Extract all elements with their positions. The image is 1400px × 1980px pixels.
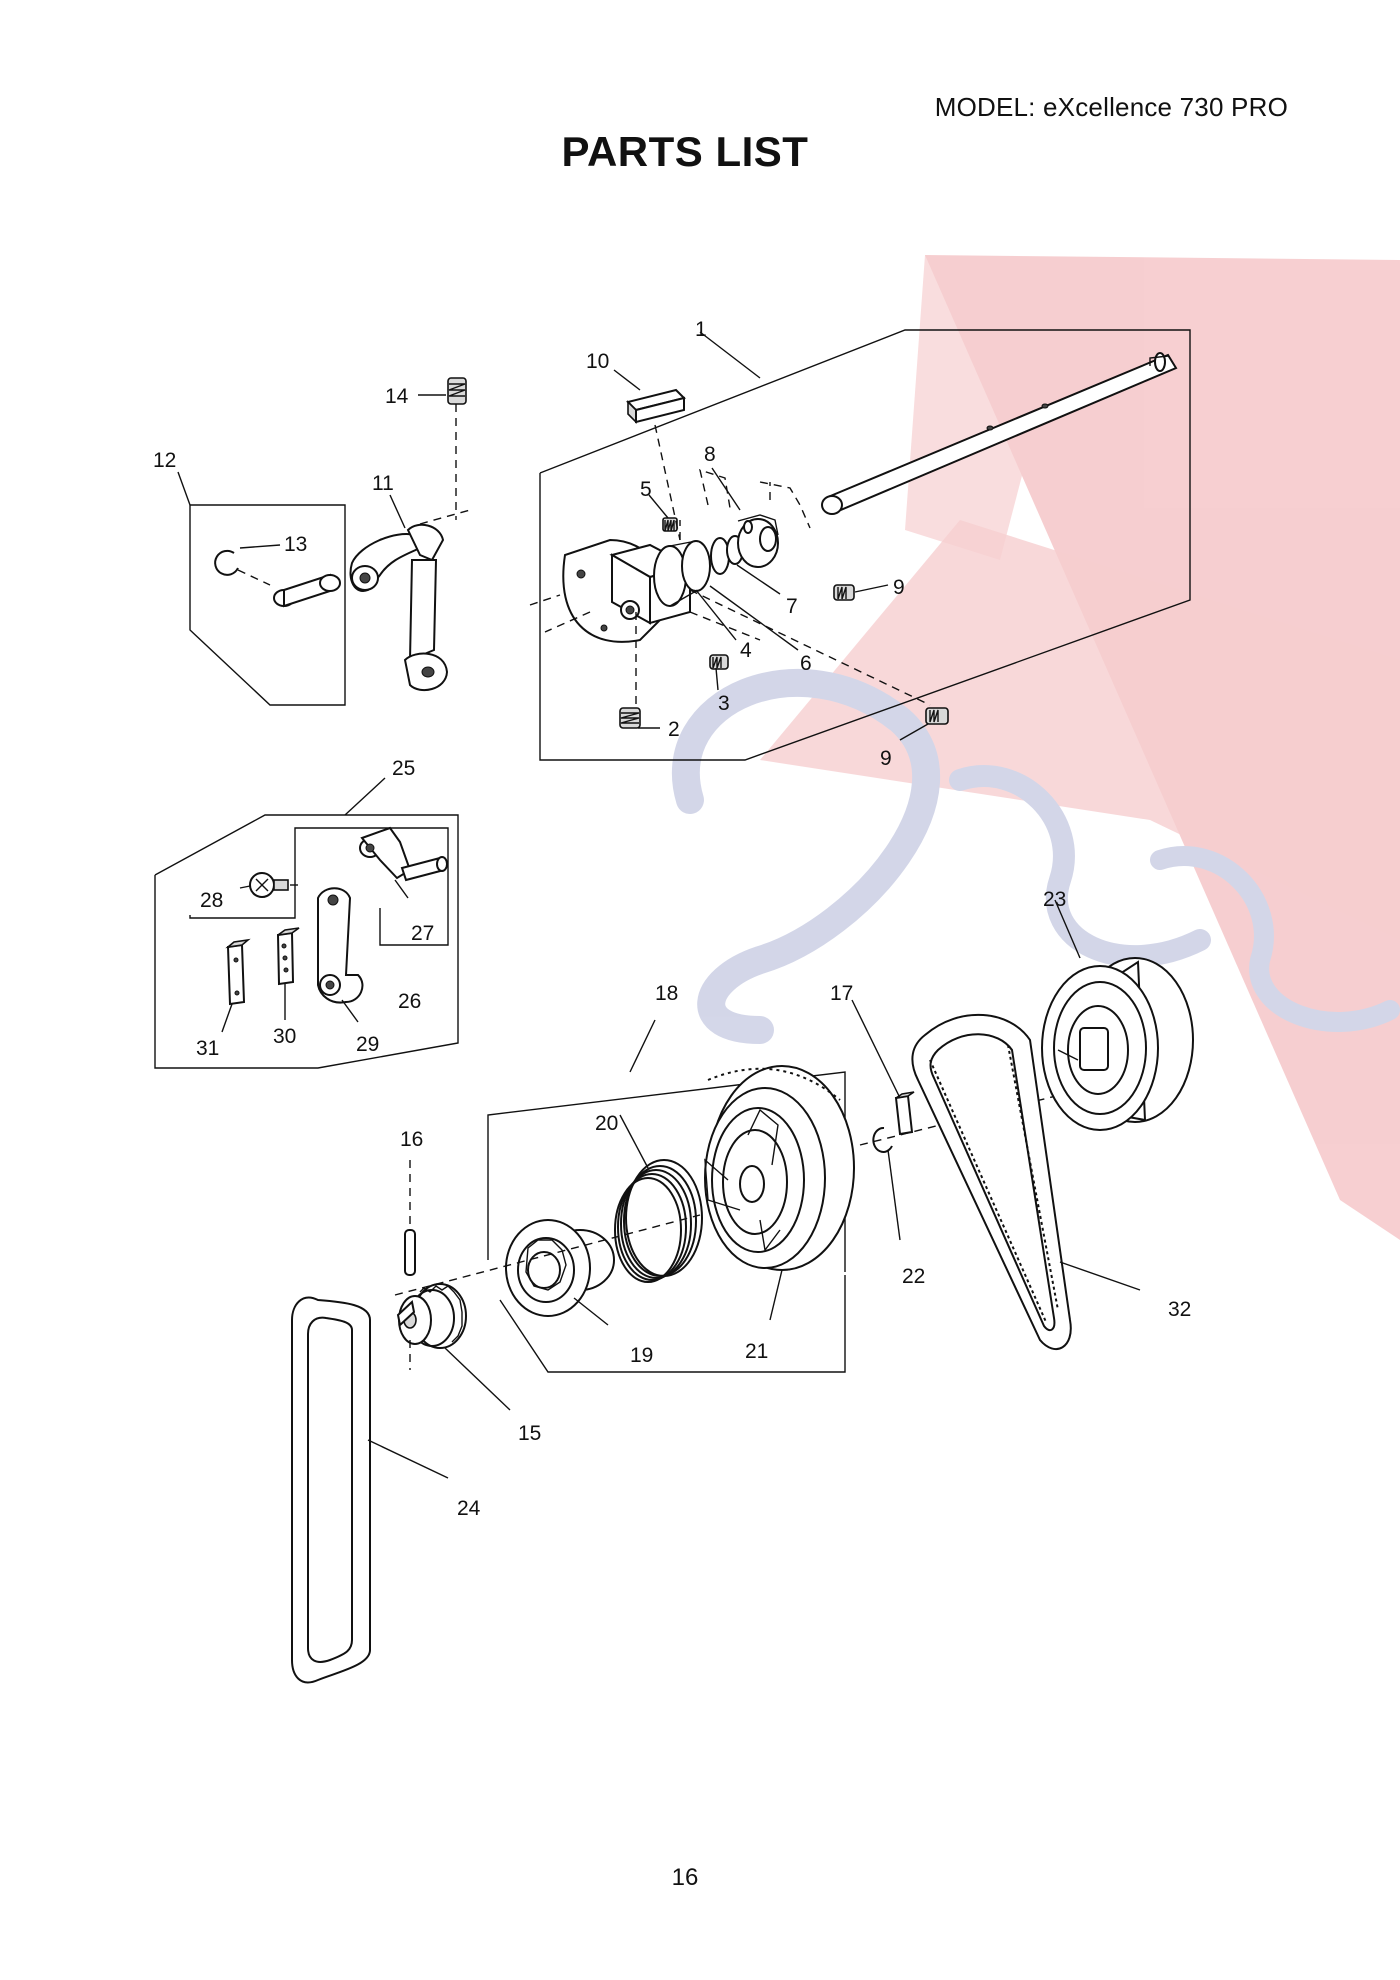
belt-24: [291, 1296, 449, 1684]
callout-13: 13: [284, 533, 307, 556]
watermark-logo: [671, 255, 1400, 1240]
callout-21: 21: [745, 1340, 768, 1363]
callout-26: 26: [398, 990, 421, 1013]
callout-labels: 1 2 3 4 5 6 7 8 9 9 10 11 12 13 14 15 16…: [153, 318, 1191, 1520]
callout-23: 23: [1043, 888, 1066, 911]
pulley-23: [1041, 899, 1194, 1131]
assembly-12-crank: [177, 377, 471, 706]
callout-28: 28: [200, 889, 223, 912]
callout-22: 22: [902, 1265, 925, 1288]
parts-15-16: [396, 1160, 511, 1411]
callout-30: 30: [273, 1025, 296, 1048]
callout-12: 12: [153, 449, 176, 472]
callout-14: 14: [385, 385, 409, 408]
callout-19: 19: [630, 1344, 653, 1367]
callout-15: 15: [518, 1422, 541, 1445]
belt-32: [911, 1014, 1141, 1351]
assembly-18-pulley: [394, 999, 1061, 1373]
callout-16: 16: [400, 1128, 423, 1151]
callout-29: 29: [356, 1033, 379, 1056]
callout-4: 4: [740, 639, 752, 662]
callout-10: 10: [586, 350, 609, 373]
callout-5: 5: [640, 478, 652, 501]
callout-24: 24: [457, 1497, 481, 1520]
callout-20: 20: [595, 1112, 618, 1135]
callout-1: 1: [695, 318, 707, 341]
assembly-1-shaft: [529, 329, 1191, 761]
callout-2: 2: [668, 718, 680, 741]
callout-6: 6: [800, 652, 812, 675]
model-label: MODEL: eXcellence 730 PRO: [934, 92, 1288, 122]
callout-17: 17: [830, 982, 853, 1005]
callout-18: 18: [655, 982, 678, 1005]
callout-7: 7: [786, 595, 798, 618]
callout-25: 25: [392, 757, 415, 780]
callout-32: 32: [1168, 1298, 1191, 1321]
callout-9a: 9: [893, 576, 905, 599]
callout-31: 31: [196, 1037, 219, 1060]
callout-27: 27: [411, 922, 434, 945]
callout-3: 3: [718, 692, 730, 715]
callout-11: 11: [372, 472, 394, 495]
callout-8: 8: [704, 443, 716, 466]
page-number: 16: [671, 1864, 699, 1891]
page-title: PARTS LIST: [561, 128, 809, 175]
assembly-25-link: [154, 777, 459, 1069]
callout-9b: 9: [880, 747, 892, 770]
